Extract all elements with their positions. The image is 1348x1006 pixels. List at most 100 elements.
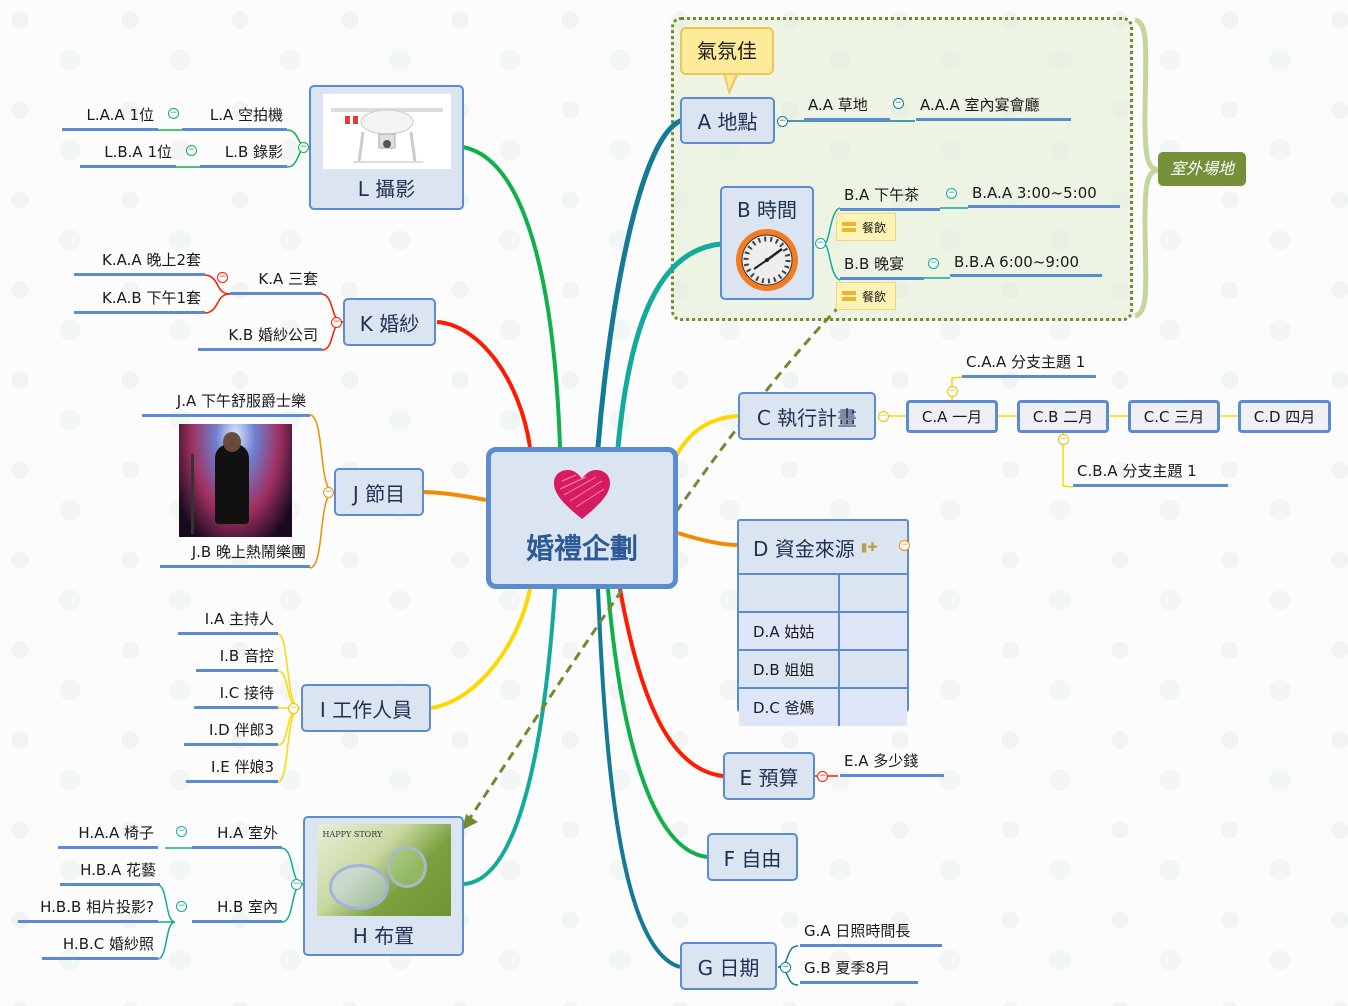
subtopic-c-c[interactable]: C.C 三月 xyxy=(1128,400,1220,433)
branch-line-g xyxy=(596,588,681,969)
topic-l-photography[interactable]: L 攝影 xyxy=(309,85,464,210)
collapse-toggle-c-b[interactable]: − xyxy=(1058,434,1069,445)
collapse-toggle-d[interactable]: − xyxy=(899,540,910,551)
collapse-toggle-a[interactable]: − xyxy=(777,116,788,127)
collapse-toggle-c-a[interactable]: − xyxy=(947,386,958,397)
subtopic-h-b-a[interactable]: H.B.A 花藝 xyxy=(60,859,160,886)
subtopic-b-a[interactable]: B.A 下午茶 xyxy=(840,184,940,211)
table-row xyxy=(739,573,907,613)
label-icon xyxy=(842,291,856,301)
collapse-toggle-a-a[interactable]: − xyxy=(893,98,904,109)
topic-d-label: D 資金來源 xyxy=(753,536,855,561)
collapse-toggle-i[interactable]: − xyxy=(288,703,299,714)
subtopic-b-b-a[interactable]: B.B.A 6:00~9:00 xyxy=(950,253,1102,277)
add-column-icon[interactable]: ▮✚ xyxy=(860,540,878,554)
happy-story-photo: HAPPY STORY xyxy=(316,823,451,916)
collapse-toggle-g[interactable]: − xyxy=(780,962,791,973)
central-topic[interactable]: 婚禮企劃 xyxy=(486,447,678,589)
collapse-toggle-l-a[interactable]: − xyxy=(168,108,179,119)
branch-line-a xyxy=(595,118,683,450)
collapse-toggle-l-b[interactable]: − xyxy=(186,145,197,156)
collapse-toggle-l[interactable]: − xyxy=(298,142,309,153)
collapse-toggle-b-b[interactable]: − xyxy=(928,258,939,269)
subtopic-c-a-a[interactable]: C.A.A 分支主題 1 xyxy=(962,351,1096,378)
subtopic-h-a[interactable]: H.A 室外 xyxy=(192,822,282,849)
subtopic-a-a[interactable]: A.A 草地 xyxy=(804,94,890,121)
callout-mood[interactable]: 氣氛佳 xyxy=(680,27,774,75)
topic-h-decoration[interactable]: HAPPY STORY H 布置 xyxy=(303,816,464,956)
subtopic-i-c[interactable]: I.C 接待 xyxy=(194,682,278,709)
collapse-toggle-h[interactable]: − xyxy=(291,879,302,890)
topic-c-plan[interactable]: C 執行計畫 xyxy=(738,392,876,440)
collapse-toggle-k-a[interactable]: − xyxy=(217,272,228,283)
branch-line-b xyxy=(615,241,722,448)
subtopic-i-d[interactable]: I.D 伴郎3 xyxy=(184,719,278,746)
subtopic-l-b-a[interactable]: L.B.A 1位 xyxy=(80,141,176,168)
table-row: D.A 姑姑 xyxy=(739,611,907,651)
topic-c-label: C 執行計畫 xyxy=(756,405,858,430)
collapse-toggle-h-b[interactable]: − xyxy=(176,901,187,912)
subtopic-g-a[interactable]: G.A 日照時間長 xyxy=(800,920,942,947)
subtopic-e-a[interactable]: E.A 多少錢 xyxy=(840,750,944,777)
topic-g-date[interactable]: G 日期 xyxy=(680,942,777,990)
subtopic-c-a[interactable]: C.A 一月 xyxy=(906,400,998,433)
funding-table: D.A 姑姑 D.B 姐姐 D.C 爸媽 xyxy=(739,573,907,726)
subtopic-k-a-a[interactable]: K.A.A 晚上2套 xyxy=(74,249,205,276)
label-icon xyxy=(842,222,856,232)
subtopic-c-d[interactable]: C.D 四月 xyxy=(1238,400,1331,433)
topic-k-wedding-dress[interactable]: K 婚紗 xyxy=(343,298,436,346)
topic-i-staff[interactable]: I 工作人員 xyxy=(301,684,431,732)
subtopic-l-b[interactable]: L.B 錄影 xyxy=(200,141,287,168)
central-title: 婚禮企劃 xyxy=(525,532,638,565)
label-marker-catering-2[interactable]: 餐飲 xyxy=(836,282,896,310)
collapse-toggle-k[interactable]: − xyxy=(331,317,342,328)
subtopic-h-b-b[interactable]: H.B.B 相片投影? xyxy=(18,896,158,923)
label-marker-catering-1[interactable]: 餐飲 xyxy=(836,213,896,241)
subtopic-b-a-a[interactable]: B.A.A 3:00~5:00 xyxy=(968,184,1120,208)
collapse-toggle-c[interactable]: − xyxy=(878,411,889,422)
table-row: D.B 姐姐 xyxy=(739,649,907,689)
singer-photo xyxy=(179,424,292,537)
collapse-toggle-b-a[interactable]: − xyxy=(946,188,957,199)
subtopic-k-b[interactable]: K.B 婚紗公司 xyxy=(198,324,322,351)
subtopic-h-b-c[interactable]: H.B.C 婚紗照 xyxy=(42,933,158,960)
topic-b-time[interactable]: B 時間 xyxy=(720,186,814,300)
subtopic-k-a-b[interactable]: K.A.B 下午1套 xyxy=(74,287,205,314)
summary-label[interactable]: 室外場地 xyxy=(1158,152,1246,186)
topic-a-label: A 地點 xyxy=(697,110,758,134)
subtopic-i-e[interactable]: I.E 伴娘3 xyxy=(186,756,278,783)
branch-line-l xyxy=(462,145,562,448)
table-row: D.C 爸媽 xyxy=(739,687,907,726)
topic-g-label: G 日期 xyxy=(697,955,760,980)
branch-line-f xyxy=(606,588,708,859)
branch-line-d xyxy=(677,531,739,547)
subtopic-a-a-a[interactable]: A.A.A 室內宴會廳 xyxy=(916,94,1071,121)
topic-j-program[interactable]: J 節目 xyxy=(334,468,424,516)
subtopic-h-a-a[interactable]: H.A.A 椅子 xyxy=(58,822,158,849)
collapse-toggle-j[interactable]: − xyxy=(323,487,334,498)
subtopic-b-b[interactable]: B.B 晚宴 xyxy=(840,253,924,280)
topic-l-label: L 攝影 xyxy=(357,176,416,201)
topic-d-funding-matrix[interactable]: D 資金來源 ▮✚ D.A 姑姑 D.B 姐姐 D.C 爸媽 xyxy=(737,519,909,726)
subtopic-c-b[interactable]: C.B 二月 xyxy=(1017,400,1109,433)
topic-e-budget[interactable]: E 預算 xyxy=(723,752,815,800)
subtopic-k-a[interactable]: K.A 三套 xyxy=(230,268,322,295)
subtopic-i-b[interactable]: I.B 音控 xyxy=(196,645,278,672)
collapse-toggle-h-a[interactable]: − xyxy=(176,826,187,837)
subtopic-g-b[interactable]: G.B 夏季8月 xyxy=(800,957,918,984)
collapse-toggle-e[interactable]: − xyxy=(817,771,828,782)
subtopic-j-b[interactable]: J.B 晚上熱鬧樂團 xyxy=(160,541,310,568)
subtopic-l-a[interactable]: L.A 空拍機 xyxy=(182,104,287,131)
topic-j-label: J 節目 xyxy=(352,481,406,506)
subtopic-l-a-a[interactable]: L.A.A 1位 xyxy=(62,104,158,131)
subtopic-c-b-a[interactable]: C.B.A 分支主題 1 xyxy=(1073,460,1228,487)
branch-line-k xyxy=(436,320,532,448)
subtopic-h-b[interactable]: H.B 室內 xyxy=(192,896,282,923)
subtopic-i-a[interactable]: I.A 主持人 xyxy=(178,608,278,635)
topic-f-free[interactable]: F 自由 xyxy=(707,833,798,881)
collapse-toggle-b[interactable]: − xyxy=(815,238,826,249)
subtopic-j-a[interactable]: J.A 下午舒服爵士樂 xyxy=(142,390,310,417)
topic-a-location[interactable]: A 地點 xyxy=(680,97,775,144)
relationship-arrow xyxy=(468,282,864,819)
